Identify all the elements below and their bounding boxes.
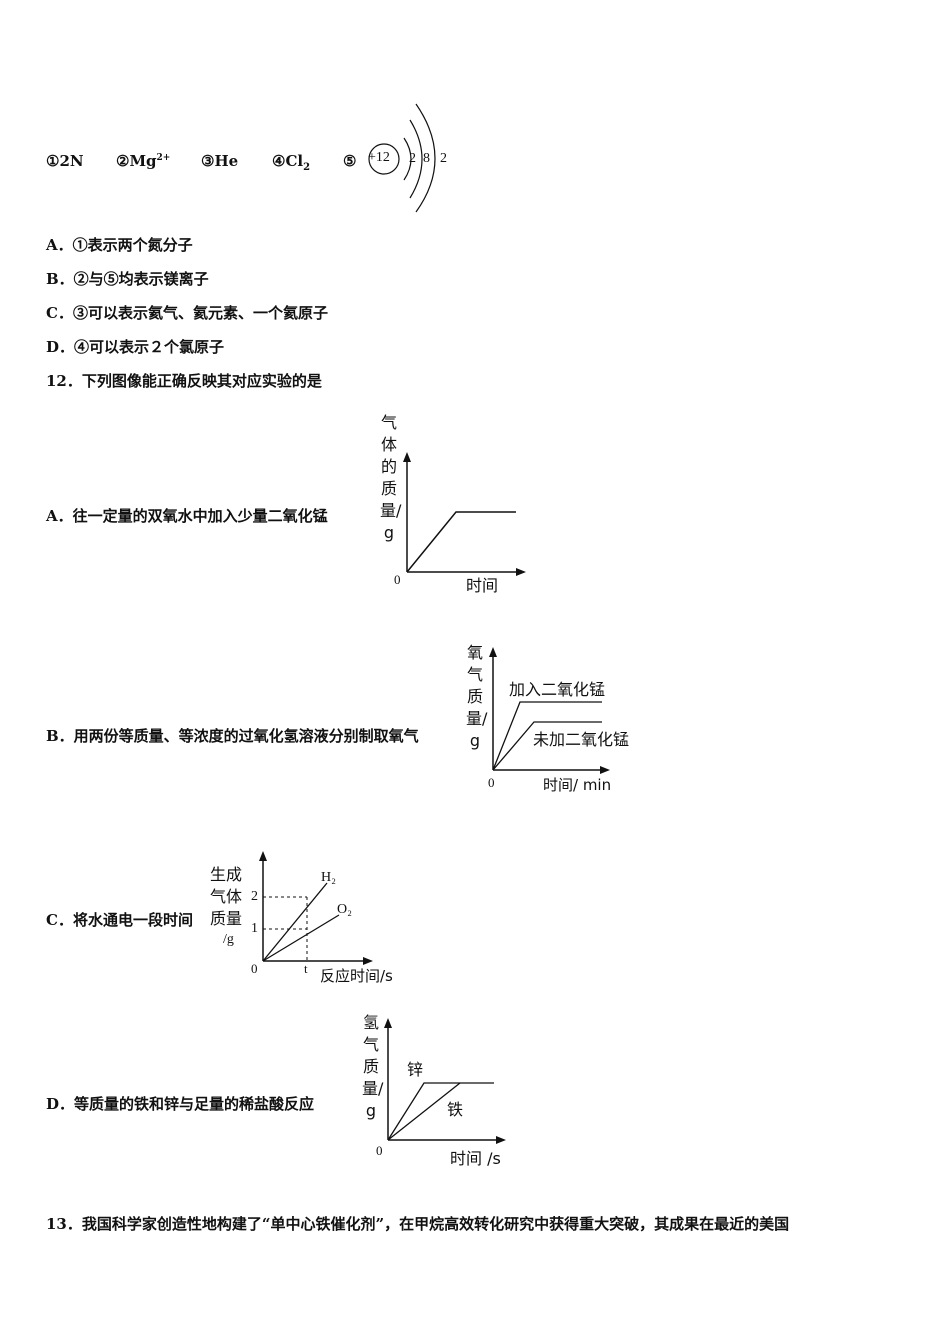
graph-d: 氢气质量/g 0 时间 /s 锌 铁 [360, 1010, 520, 1175]
graph-b-curve2-label: 未加二氧化锰 [533, 730, 630, 749]
graph-c-ylabel-3: 质量 [210, 909, 243, 928]
graph-a: 气体的质量/g 0 时间 [370, 410, 540, 600]
graph-a-y-arrow [403, 452, 411, 462]
nucleus-circle [368, 143, 400, 175]
q11-option-a: A．①表示两个氮分子 [46, 236, 193, 254]
graph-a-svg [403, 452, 526, 576]
graph-c-ylabel-2: 气体 [210, 887, 243, 906]
graph-b-svg [489, 647, 610, 774]
shell-arc-2 [409, 119, 423, 199]
graph-b-curve1-label: 加入二氧化锰 [509, 680, 606, 699]
shell-electrons-2: 8 [423, 151, 430, 166]
graph-c-origin: 0 [251, 961, 258, 976]
nucleus-charge: +12 [368, 150, 390, 165]
graph-d-ylabel: 氢气质量/g [362, 1013, 384, 1120]
graph-c-o2-line [262, 914, 340, 962]
graph-d-iron-label: 铁 [447, 1100, 464, 1119]
graph-c: 生成 气体 质量 /g 2 1 0 t 反应时间/s H₂ O₂ [205, 843, 420, 993]
graph-c-tick-1: 1 [251, 921, 258, 936]
graph-a-curve [406, 511, 516, 573]
graph-a-x-arrow [516, 568, 526, 576]
atom-structure-diagram: +12 2 8 2 [360, 100, 460, 215]
symbol-3: ③He [201, 152, 239, 170]
q12-option-d: D．等质量的铁和锌与足量的稀盐酸反应 [46, 1095, 315, 1113]
graph-c-tick-2: 2 [251, 889, 258, 904]
graph-d-svg [384, 1018, 506, 1144]
symbol-1: ①2N [46, 152, 84, 170]
q11-option-c: C．③可以表示氦气、氦元素、一个氦原子 [46, 304, 328, 322]
shell-electrons-3: 2 [440, 151, 447, 166]
shell-arc-3 [415, 103, 436, 213]
graph-b-x-arrow [600, 766, 610, 774]
shell-electrons-1: 2 [409, 151, 416, 166]
graph-d-origin: 0 [376, 1143, 383, 1158]
q12-option-b: B．用两份等质量、等浓度的过氧化氢溶液分别制取氧气 [46, 727, 419, 745]
graph-d-x-arrow [496, 1136, 506, 1144]
graph-c-svg [259, 851, 373, 965]
symbol-4: ④Cl2 [272, 152, 311, 173]
graph-d-y-arrow [384, 1018, 392, 1028]
graph-d-zinc-curve [387, 1082, 494, 1141]
graph-b: 氧气质量/g 0 时间/ min 加入二氧化锰 未加二氧化锰 [462, 640, 652, 800]
graph-d-xlabel: 时间 /s [450, 1149, 501, 1168]
symbol-2: ②Mg2+ [116, 152, 171, 170]
q12-option-c: C．将水通电一段时间 [46, 911, 193, 929]
q13-stem: 13．我国科学家创造性地构建了“单中心铁催化剂”，在甲烷高效转化研究中获得重大突… [46, 1215, 790, 1233]
graph-c-tick-t: t [304, 961, 308, 976]
graph-c-y-arrow [259, 851, 267, 861]
graph-d-zinc-label: 锌 [407, 1060, 424, 1079]
graph-a-ylabel: 气体的质量/g [380, 413, 402, 542]
atom-structure-svg [368, 103, 436, 213]
graph-c-x-arrow [363, 957, 373, 965]
graph-b-xlabel: 时间/ min [543, 776, 612, 794]
q12-stem: 12．下列图像能正确反映其对应实验的是 [46, 372, 322, 390]
graph-a-xlabel: 时间 [466, 576, 499, 595]
graph-b-ylabel: 氧气质量/g [466, 643, 488, 750]
q11-option-b: B．②与⑤均表示镁离子 [46, 270, 209, 288]
q11-option-d: D．④可以表示２个氯原子 [46, 338, 225, 356]
graph-b-curve-with-mno2 [492, 701, 602, 771]
graph-c-ylabel-4: /g [223, 932, 234, 947]
graph-c-ylabel-1: 生成 [210, 865, 243, 884]
graph-b-curve-without-mno2 [492, 721, 602, 771]
graph-a-origin: 0 [394, 572, 401, 587]
q12-option-a: A．往一定量的双氧水中加入少量二氧化锰 [46, 507, 328, 525]
graph-d-iron-curve [387, 1082, 461, 1141]
shell-arc-1 [403, 137, 412, 181]
symbol-5-label: ⑤ [343, 152, 357, 170]
graph-c-h2-label: H₂ [321, 870, 336, 885]
graph-b-origin: 0 [488, 775, 495, 790]
graph-c-o2-label: O₂ [337, 902, 352, 917]
graph-b-y-arrow [489, 647, 497, 657]
graph-c-xlabel: 反应时间/s [320, 967, 393, 985]
graph-c-h2-line [262, 882, 328, 962]
